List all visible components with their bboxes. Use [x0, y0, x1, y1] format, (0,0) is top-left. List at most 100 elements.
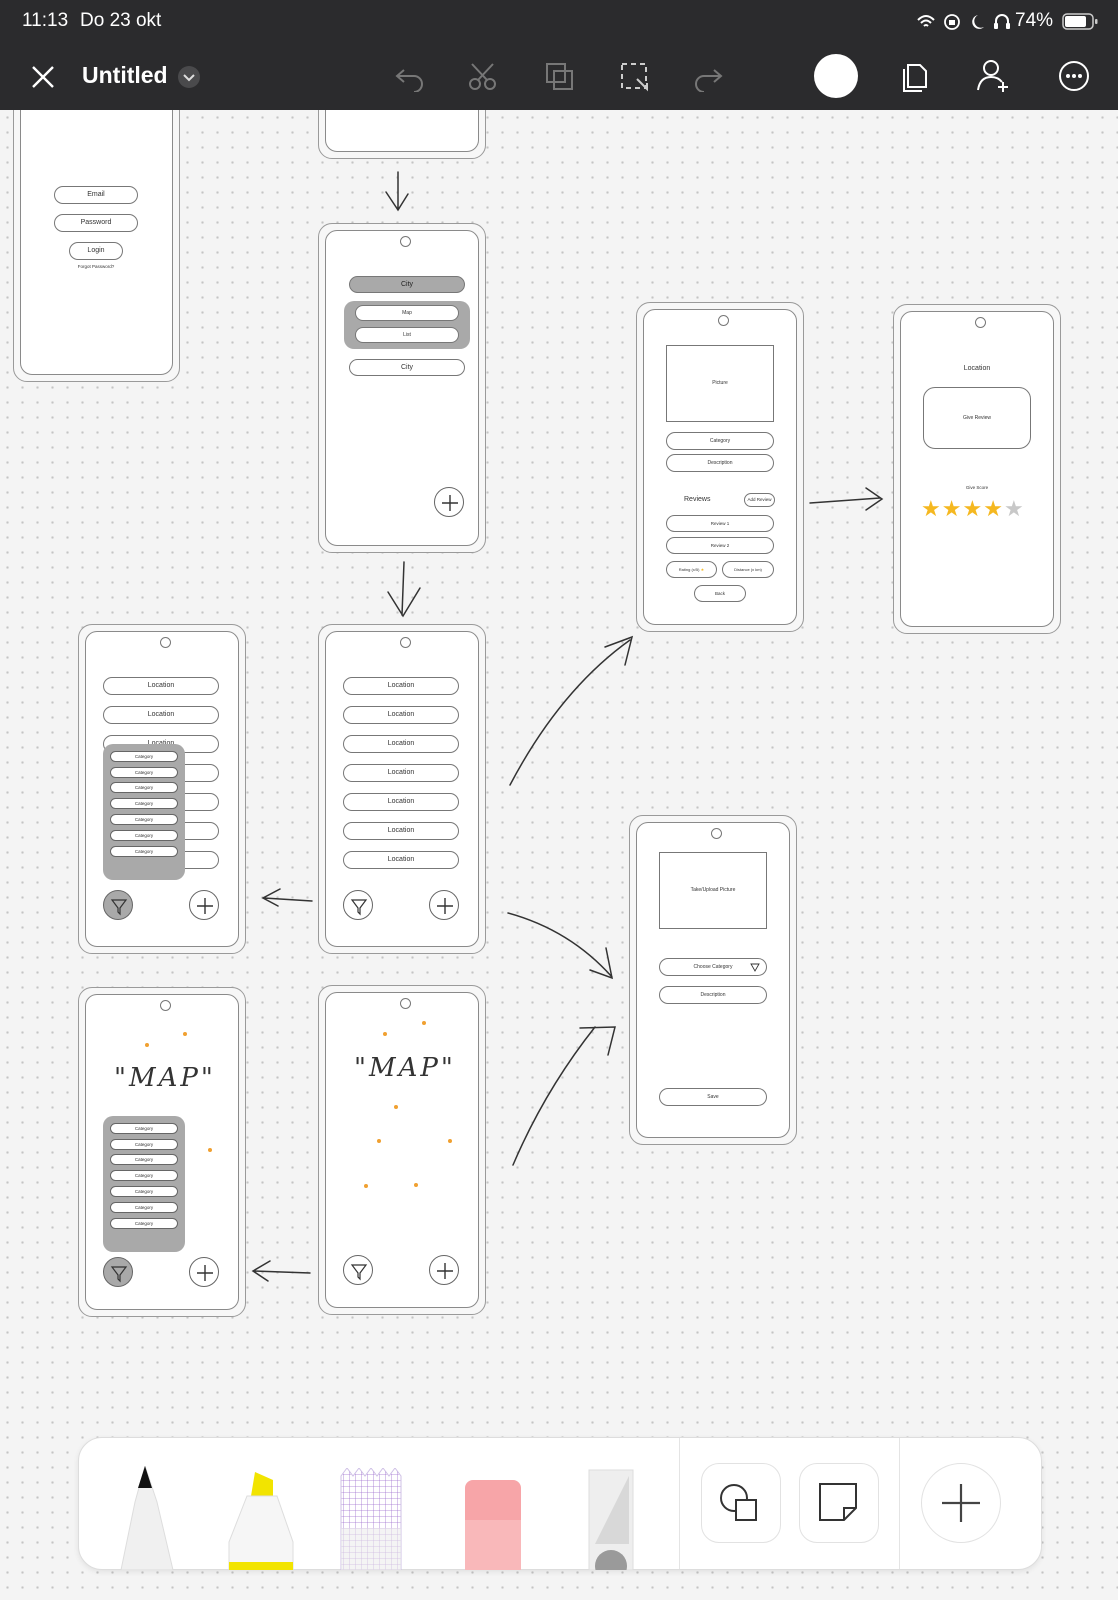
save-button: Save — [659, 1088, 767, 1106]
option-list: List — [355, 327, 459, 343]
forgot-password-link: Forgot Password? — [77, 264, 115, 269]
color-swatch[interactable] — [814, 54, 858, 98]
detail-frame[interactable]: Picture Category Description Reviews Add… — [636, 302, 804, 632]
undo-icon[interactable] — [394, 62, 426, 92]
add-icon — [189, 1257, 219, 1287]
status-bar: 11:13 Do 23 okt 74% — [0, 0, 1118, 44]
star-icon: ★ — [921, 496, 942, 521]
category-filter-panel — [103, 1116, 185, 1252]
shapes-button[interactable] — [701, 1463, 781, 1543]
star-rating: ★★★★★ — [921, 496, 1025, 522]
category-item: Category — [110, 782, 178, 793]
review-2: Review 2 — [666, 537, 774, 554]
category-item: Category — [110, 767, 178, 778]
map-frame[interactable]: "MAP" — [318, 985, 486, 1315]
description-field: Description — [666, 454, 774, 472]
highlighter-tool[interactable] — [225, 1472, 297, 1570]
filter-icon — [343, 1255, 373, 1285]
camera-dot — [400, 998, 411, 1009]
camera-dot — [975, 317, 986, 328]
option-map: Map — [355, 305, 459, 321]
add-user-icon[interactable] — [976, 58, 1012, 94]
give-score-label: Give Score — [965, 485, 989, 490]
document-title[interactable]: Untitled — [82, 62, 168, 88]
sticky-note-icon — [819, 1483, 857, 1521]
camera-dot — [400, 236, 411, 247]
eraser-tool[interactable] — [463, 1480, 525, 1570]
pen-tool[interactable] — [115, 1466, 179, 1570]
login-frame[interactable]: Email Password Login Forgot Password? — [13, 110, 180, 382]
category-item: Category — [110, 751, 178, 762]
category-item: Category — [110, 846, 178, 857]
chevron-down-icon[interactable] — [178, 66, 200, 88]
map-marker — [448, 1139, 452, 1143]
select-icon[interactable] — [619, 61, 651, 93]
star-empty-icon: ★ — [1003, 496, 1025, 521]
camera-dot — [400, 637, 411, 648]
category-item: Category — [110, 814, 178, 825]
category-item: Category — [110, 798, 178, 809]
map-marker — [145, 1043, 149, 1047]
more-icon[interactable] — [1058, 60, 1090, 92]
location-item: Location — [343, 735, 459, 753]
star-icon: ★ — [700, 567, 705, 572]
category-item: Category — [110, 1139, 178, 1150]
location-item: Location — [343, 764, 459, 782]
review-frame[interactable]: Location Give Review Give Score ★★★★★ — [893, 304, 1061, 634]
top-toolbar: Untitled — [0, 44, 1118, 110]
pattern-tool[interactable] — [337, 1468, 417, 1570]
flow-arrows — [251, 171, 884, 1282]
login-button: Login — [69, 242, 123, 260]
reviews-label: Reviews — [684, 496, 711, 503]
top-frame-partial[interactable] — [318, 110, 486, 159]
status-time: 11:13 — [22, 10, 69, 31]
add-button[interactable] — [921, 1463, 1001, 1543]
list-filter-frame[interactable]: Location Location Location Category Cate… — [78, 624, 246, 954]
tray-divider — [679, 1438, 680, 1569]
map-marker — [364, 1184, 368, 1188]
pages-icon[interactable] — [900, 59, 930, 93]
filter-icon — [103, 1257, 133, 1287]
add-location-frame[interactable]: Take/Upload Picture Choose Category Desc… — [629, 815, 797, 1145]
drawing-canvas[interactable]: Email Password Login Forgot Password? Ci… — [0, 110, 1118, 1600]
redo-icon[interactable] — [692, 62, 724, 92]
category-item: Category — [110, 830, 178, 841]
add-review-button: Add Review — [744, 493, 775, 507]
camera-dot — [160, 1000, 171, 1011]
scissors-icon[interactable] — [468, 61, 498, 93]
category-item: Category — [110, 1186, 178, 1197]
map-filter-frame[interactable]: "MAP" Category Category Category Categor… — [78, 987, 246, 1317]
sticky-note-button[interactable] — [799, 1463, 879, 1543]
location-item: Location — [343, 851, 459, 869]
map-placeholder: "MAP" — [354, 1053, 456, 1083]
status-date: Do 23 okt — [80, 10, 162, 31]
add-icon — [189, 890, 219, 920]
city-select-frame[interactable]: City Map List City — [318, 223, 486, 553]
picture-box: Picture — [666, 345, 774, 422]
ruler-tool[interactable] — [585, 1466, 639, 1570]
category-item: Category — [110, 1154, 178, 1165]
map-marker — [183, 1032, 187, 1036]
filter-icon — [103, 890, 133, 920]
map-marker — [414, 1183, 418, 1187]
list-frame[interactable]: Location Location Location Location Loca… — [318, 624, 486, 954]
map-marker — [208, 1148, 212, 1152]
map-marker — [377, 1139, 381, 1143]
location-item: Location — [343, 677, 459, 695]
back-button: Back — [694, 585, 746, 602]
rating-field: Rating (x/5) ★ — [666, 561, 717, 578]
city-field: City — [349, 359, 465, 376]
shapes-icon — [720, 1484, 757, 1521]
battery-percent: 74% — [1015, 10, 1054, 31]
give-review-box: Give Review — [923, 387, 1031, 449]
duplicate-icon[interactable] — [545, 62, 575, 92]
location-item: Location — [103, 677, 219, 695]
location-item: Location — [343, 793, 459, 811]
camera-dot — [711, 828, 722, 839]
map-marker — [394, 1105, 398, 1109]
add-icon — [429, 1255, 459, 1285]
category-item: Category — [110, 1123, 178, 1134]
city-header: City — [349, 276, 465, 293]
plus-icon — [942, 1484, 980, 1522]
close-icon[interactable] — [30, 64, 56, 90]
